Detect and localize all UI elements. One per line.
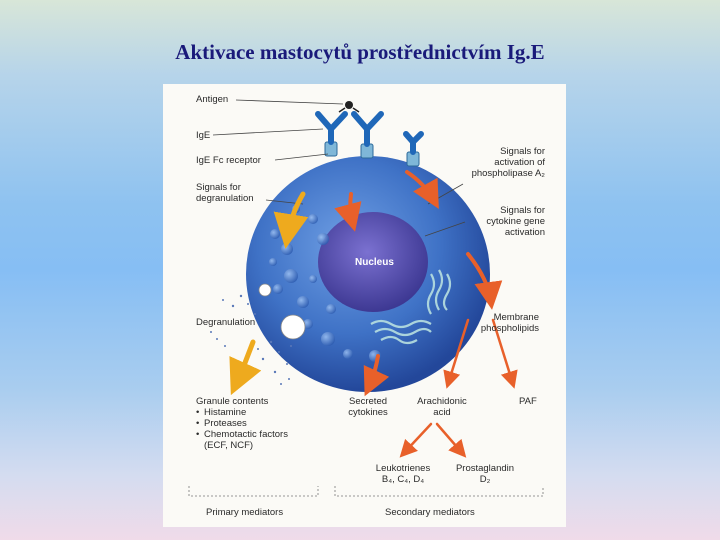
label-paf: PAF — [519, 396, 537, 407]
label-membrane-phospholipids: Membrane phospholipids — [443, 312, 539, 334]
label-arachidonic-acid: Arachidonic acid — [408, 396, 476, 418]
antigen — [339, 101, 359, 112]
label-secondary-mediators: Secondary mediators — [385, 507, 475, 518]
label-ige: IgE — [196, 130, 210, 141]
label-degranulation: Degranulation — [196, 317, 255, 328]
granule-item: Histamine — [196, 407, 288, 418]
granule-contents-block: Granule contents Histamine Proteases Che… — [196, 396, 288, 451]
mediator-brackets — [189, 486, 543, 496]
label-ige-fc-receptor: IgE Fc receptor — [196, 155, 261, 166]
label-antigen: Antigen — [196, 94, 228, 105]
mast-cell-diagram: Antigen IgE IgE Fc receptor Signals for … — [163, 84, 566, 527]
label-signals-cytokine: Signals for cytokine gene activation — [433, 205, 545, 238]
label-signals-pla2: Signals for activation of phospholipase … — [433, 146, 545, 179]
slide-title: Aktivace mastocytů prostřednictvím Ig.E — [0, 40, 720, 65]
label-prostaglandin: Prostaglandin D₂ — [445, 463, 525, 485]
granule-item: Chemotactic factors — [196, 429, 288, 440]
label-primary-mediators: Primary mediators — [206, 507, 283, 518]
label-signals-degranulation: Signals for degranulation — [196, 182, 254, 204]
granule-items-list: Histamine Proteases Chemotactic factors — [196, 407, 288, 440]
label-secreted-cytokines: Secreted cytokines — [338, 396, 398, 418]
label-nucleus: Nucleus — [355, 257, 394, 268]
label-leukotrienes: Leukotrienes B₄, C₄, D₄ — [363, 463, 443, 485]
granule-item: Proteases — [196, 418, 288, 429]
label-granule-items-note: (ECF, NCF) — [196, 440, 288, 451]
label-granule-contents: Granule contents — [196, 396, 288, 407]
